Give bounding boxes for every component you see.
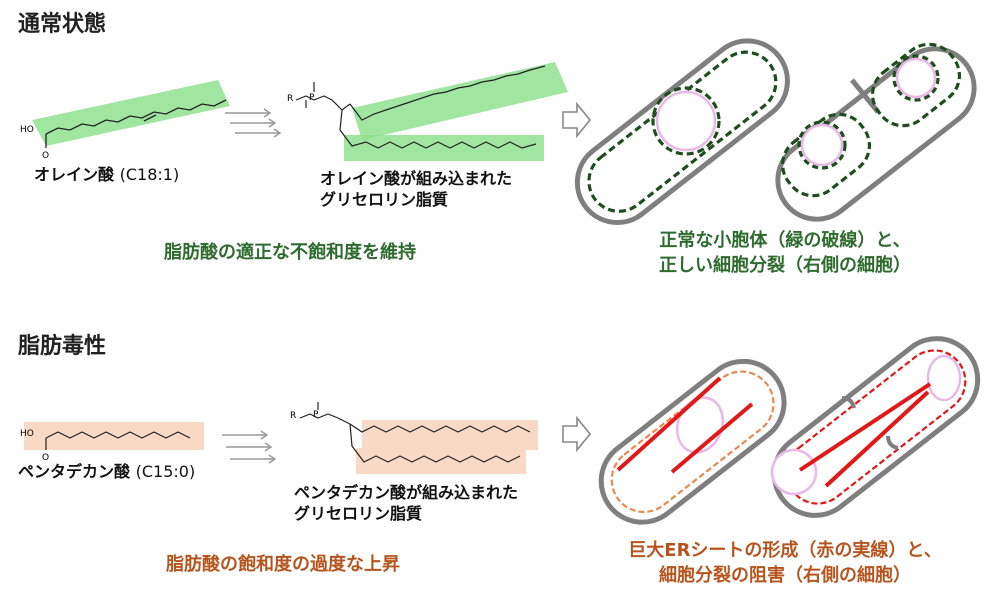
penta-ho-label: HO xyxy=(20,429,34,439)
big-arrow-normal xyxy=(562,101,592,139)
toxic-result-line1: 巨大ERシートの形成（赤の実線）と、 xyxy=(628,540,942,561)
phospholipid-normal-lower-highlight xyxy=(344,135,544,161)
phospholipid-toxic-p: P xyxy=(313,410,319,420)
phospholipid-toxic-lower-highlight xyxy=(356,448,526,474)
oleic-acid-label: オレイン酸 (C18:1) xyxy=(34,165,180,184)
normal-caption: 脂肪酸の適正な不飽和度を維持 xyxy=(164,242,416,263)
toxic-caption: 脂肪酸の飽和度の過度な上昇 xyxy=(166,554,400,575)
flow-arrows-toxic-1 xyxy=(222,430,277,464)
phospholipid-normal-label-1: オレイン酸が組み込まれた xyxy=(320,169,513,188)
oleic-acid-highlight xyxy=(32,80,230,146)
oleic-acid-formula: (C18:1) xyxy=(119,165,180,184)
penta-o-label: O xyxy=(42,453,49,463)
phospholipid-normal-p: P xyxy=(309,93,315,103)
cell-toxic-right xyxy=(770,336,981,518)
cell-normal-left xyxy=(574,38,790,225)
phospholipid-toxic-label-1: ペンタデカン酸が組み込まれた xyxy=(294,483,519,502)
phospholipid-normal-upper-highlight xyxy=(352,62,568,140)
toxic-section-title: 脂肪毒性 xyxy=(18,334,107,359)
phospholipid-toxic-upper-highlight xyxy=(362,420,538,450)
cell-normal-right-dividing xyxy=(775,42,977,222)
phospholipid-normal-r: R xyxy=(287,94,293,104)
phospholipid-toxic-structure xyxy=(299,402,531,463)
phospholipid-normal-label-2: グリセロリン脂質 xyxy=(320,190,449,209)
normal-result-line2: 正しい細胞分裂（右側の細胞） xyxy=(659,255,911,276)
oleic-ho-label: HO xyxy=(20,125,34,135)
normal-section-title: 通常状態 xyxy=(18,12,107,37)
big-arrow-toxic xyxy=(562,415,592,453)
phospholipid-toxic-r: R xyxy=(290,411,296,421)
phospholipid-toxic-label-2: グリセロリン脂質 xyxy=(294,504,423,523)
oleic-acid-chain xyxy=(45,99,227,135)
toxic-result-line2: 細胞分裂の阻害（右側の細胞） xyxy=(659,565,911,586)
phospholipid-normal-structure xyxy=(295,65,546,149)
pentadecanoic-acid-formula: (C15:0) xyxy=(135,462,196,481)
oleic-acid-name: オレイン酸 xyxy=(34,165,115,184)
pentadecanoic-acid-chain xyxy=(45,431,191,439)
cell-toxic-left xyxy=(598,358,787,525)
normal-result-line1: 正常な小胞体（緑の破線）と、 xyxy=(659,230,911,251)
oleic-o-label: O xyxy=(42,151,49,161)
pentadecanoic-acid-name: ペンタデカン酸 xyxy=(18,462,131,481)
pentadecanoic-acid-label: ペンタデカン酸 (C15:0) xyxy=(18,462,196,481)
flow-arrows-normal-1 xyxy=(225,108,282,138)
